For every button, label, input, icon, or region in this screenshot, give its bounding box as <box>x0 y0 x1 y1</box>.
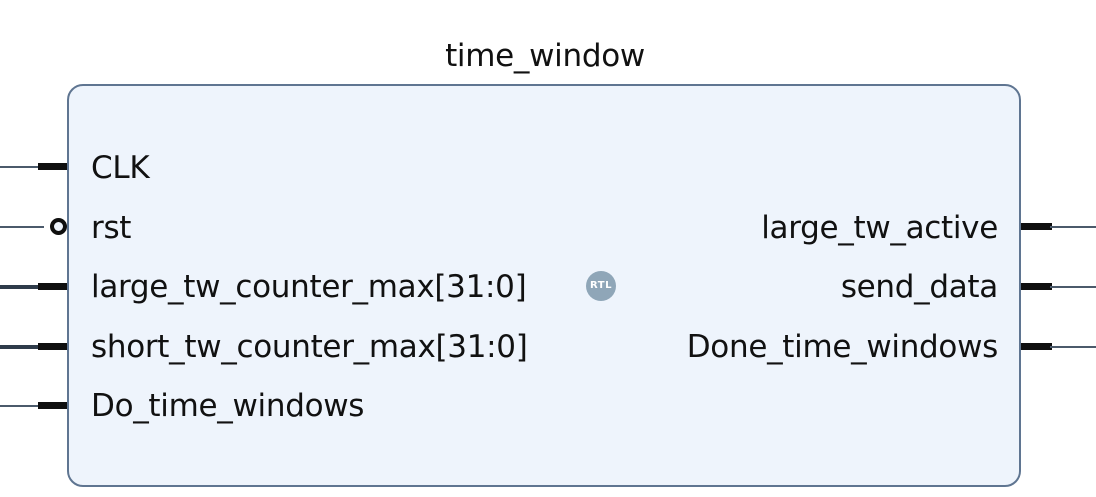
short-tw-counter-max-wire <box>0 345 40 349</box>
inversion-bubble-icon <box>50 218 67 235</box>
output-port-large-tw-active: large_tw_active <box>761 210 998 246</box>
done-time-windows-pin[interactable] <box>1021 343 1052 350</box>
input-port-rst: rst <box>91 210 132 246</box>
rst-wire <box>0 226 44 228</box>
rtl-badge-icon: RTL <box>586 271 616 301</box>
input-port-short-tw-counter-max: short_tw_counter_max[31:0] <box>91 329 528 365</box>
input-port-do-time-windows: Do_time_windows <box>91 388 365 424</box>
short-tw-counter-max-pin[interactable] <box>38 343 67 350</box>
input-port-clk: CLK <box>91 150 150 186</box>
module-block[interactable] <box>67 84 1021 487</box>
large-tw-active-pin[interactable] <box>1021 223 1052 230</box>
done-time-windows-wire <box>1050 346 1096 348</box>
do-time-windows-wire <box>0 405 40 407</box>
send-data-wire <box>1050 286 1096 288</box>
clk-wire <box>0 166 40 168</box>
large-tw-counter-max-wire <box>0 285 40 289</box>
input-port-large-tw-counter-max: large_tw_counter_max[31:0] <box>91 269 527 305</box>
output-port-send-data: send_data <box>840 269 998 305</box>
output-port-done-time-windows: Done_time_windows <box>686 329 999 365</box>
large-tw-counter-max-pin[interactable] <box>38 283 67 290</box>
large-tw-active-wire <box>1050 226 1096 228</box>
clk-pin[interactable] <box>38 163 67 170</box>
send-data-pin[interactable] <box>1021 283 1052 290</box>
do-time-windows-pin[interactable] <box>38 402 67 409</box>
module-title: time_window <box>445 38 645 74</box>
